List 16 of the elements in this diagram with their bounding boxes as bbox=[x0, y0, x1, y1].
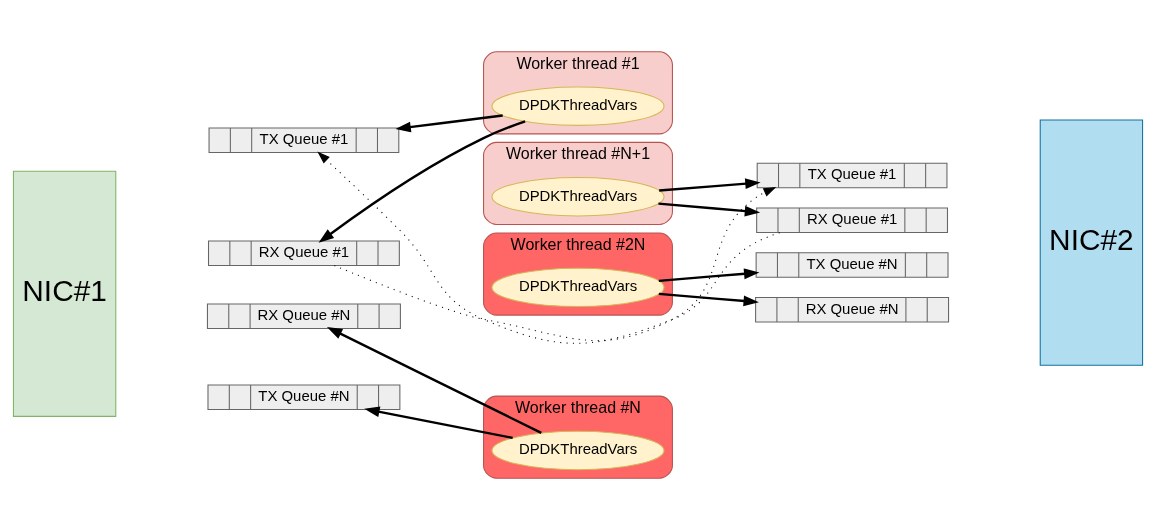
arrow bbox=[658, 292, 759, 306]
arrow bbox=[326, 326, 542, 434]
node-box: NIC#2 bbox=[1039, 119, 1144, 366]
arrow bbox=[658, 267, 760, 282]
node-ellipse: DPDKThreadVars bbox=[491, 430, 665, 470]
arrow bbox=[395, 113, 503, 132]
arrow bbox=[318, 119, 526, 243]
node-ellipse: DPDKThreadVars bbox=[491, 176, 665, 216]
node-ellipse: DPDKThreadVars bbox=[491, 85, 665, 126]
arrow bbox=[333, 186, 777, 341]
arrow bbox=[659, 177, 761, 192]
node-ellipse: DPDKThreadVars bbox=[491, 267, 665, 307]
arrow bbox=[658, 201, 761, 216]
node-box: NIC#1 bbox=[12, 170, 117, 417]
arrow bbox=[364, 405, 513, 439]
arrow bbox=[317, 151, 781, 344]
